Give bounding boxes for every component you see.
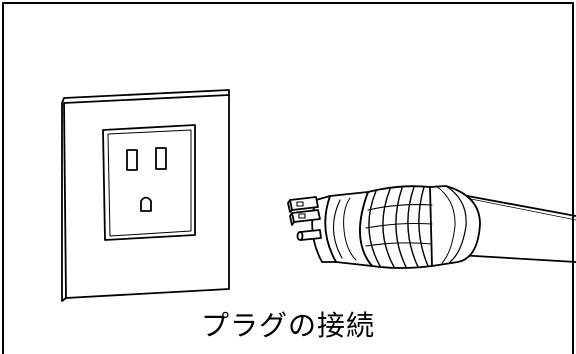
outlet-ground-hole [140, 196, 152, 212]
figure-caption: プラグの接続 [200, 309, 375, 342]
outlet-slot-right [155, 147, 167, 170]
power-cord [457, 194, 576, 263]
plug-blade-top [289, 196, 319, 211]
wall-outlet [61, 89, 230, 302]
outlet-slot-left [126, 149, 138, 171]
outlet-cover [102, 124, 196, 241]
wall-plate-edge [61, 89, 230, 302]
plug-blade-bottom [291, 209, 321, 223]
power-plug [287, 185, 576, 269]
